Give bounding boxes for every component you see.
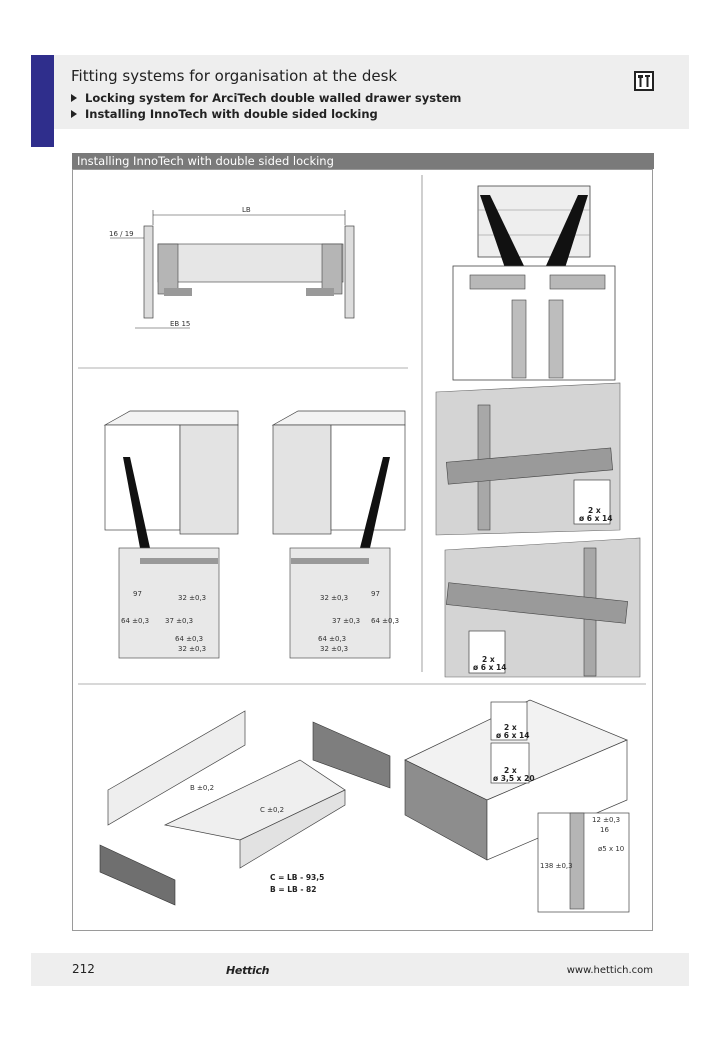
installed-drawer-figure: 2 x ø 6 x 14 2 x ø 3,5 x 20 12 ±0,3 16 ø… xyxy=(404,699,630,913)
page-number: 212 xyxy=(72,962,95,976)
dim-32-left: 32 ±0,3 xyxy=(178,594,206,602)
dim-138: 138 ±0,3 xyxy=(540,862,573,870)
bullet-triangle-icon xyxy=(71,109,77,118)
dim-37-left: 37 ±0,3 xyxy=(165,617,193,625)
page-footer: 212 Hettich www.hettich.com xyxy=(31,953,689,986)
locking-bars-figure xyxy=(452,185,616,381)
bullet-triangle-icon xyxy=(71,93,77,102)
hettich-logo: Hettich xyxy=(226,964,270,977)
dim-37-right: 37 ±0,3 xyxy=(332,617,360,625)
dim-97-right: 97 xyxy=(371,590,380,598)
screw-size-1: ø 6 x 14 xyxy=(579,514,612,523)
section-title: Installing InnoTech with double sided lo… xyxy=(77,154,334,168)
cabinet-drilling-figures: 97 64 ±0,3 32 ±0,3 37 ±0,3 64 ±0,3 32 ±0… xyxy=(103,410,406,659)
screw-qty-1: 2 x xyxy=(588,506,601,515)
dim-64-left: 64 ±0,3 xyxy=(121,617,149,625)
screw-qty-2: 2 x xyxy=(482,655,495,664)
dim-16-19-label: 16 / 19 xyxy=(109,230,134,238)
eb-label: EB 15 xyxy=(170,320,190,328)
screw-qty-4: 2 x xyxy=(504,766,517,775)
b-dim-label: B ±0,2 xyxy=(190,784,214,792)
screw-qty-3: 2 x xyxy=(504,723,517,732)
formula-c: C = LB - 93,5 xyxy=(270,873,324,882)
formula-b: B = LB - 82 xyxy=(270,885,317,894)
dim-12: 12 ±0,3 xyxy=(592,816,620,824)
screw-size-2: ø 6 x 14 xyxy=(473,663,506,672)
tool-icon xyxy=(634,71,654,91)
dim-64b-right: 64 ±0,3 xyxy=(318,635,346,643)
dim-97-left: 97 xyxy=(133,590,142,598)
drawer-assembly-figure: B ±0,2 C ±0,2 C = LB - 93,5 B = LB - 82 xyxy=(99,710,391,906)
screw-size-3: ø 6 x 14 xyxy=(496,731,529,740)
section-title-bar: Installing InnoTech with double sided lo… xyxy=(72,153,654,169)
dim-5x10: ø5 x 10 xyxy=(598,845,624,853)
dim-32b-left: 32 ±0,3 xyxy=(178,645,206,653)
page-header: Fitting systems for organisation at the … xyxy=(31,55,689,147)
screw-size-4: ø 3,5 x 20 xyxy=(493,774,535,783)
dim-16: 16 xyxy=(600,826,609,834)
lb-label: LB xyxy=(242,206,251,214)
c-dim-label: C ±0,2 xyxy=(260,806,284,814)
dim-64-right: 64 ±0,3 xyxy=(371,617,399,625)
dim-32-right: 32 ±0,3 xyxy=(320,594,348,602)
figure-frame xyxy=(72,169,653,931)
footer-url: www.hettich.com xyxy=(566,965,653,976)
mounting-right-figure: 2 x ø 6 x 14 xyxy=(444,537,641,678)
mounting-left-figure: 2 x ø 6 x 14 xyxy=(435,382,621,536)
page-title: Fitting systems for organisation at the … xyxy=(71,67,398,85)
header-accent-bar xyxy=(31,55,54,147)
dim-32b-right: 32 ±0,3 xyxy=(320,645,348,653)
subtitle-2: Installing InnoTech with double sided lo… xyxy=(71,107,378,121)
dim-64b-left: 64 ±0,3 xyxy=(175,635,203,643)
drawer-top-view-figure: LB 16 / 19 EB 15 xyxy=(109,206,355,329)
subtitle-1: Locking system for ArciTech double walle… xyxy=(71,91,461,105)
